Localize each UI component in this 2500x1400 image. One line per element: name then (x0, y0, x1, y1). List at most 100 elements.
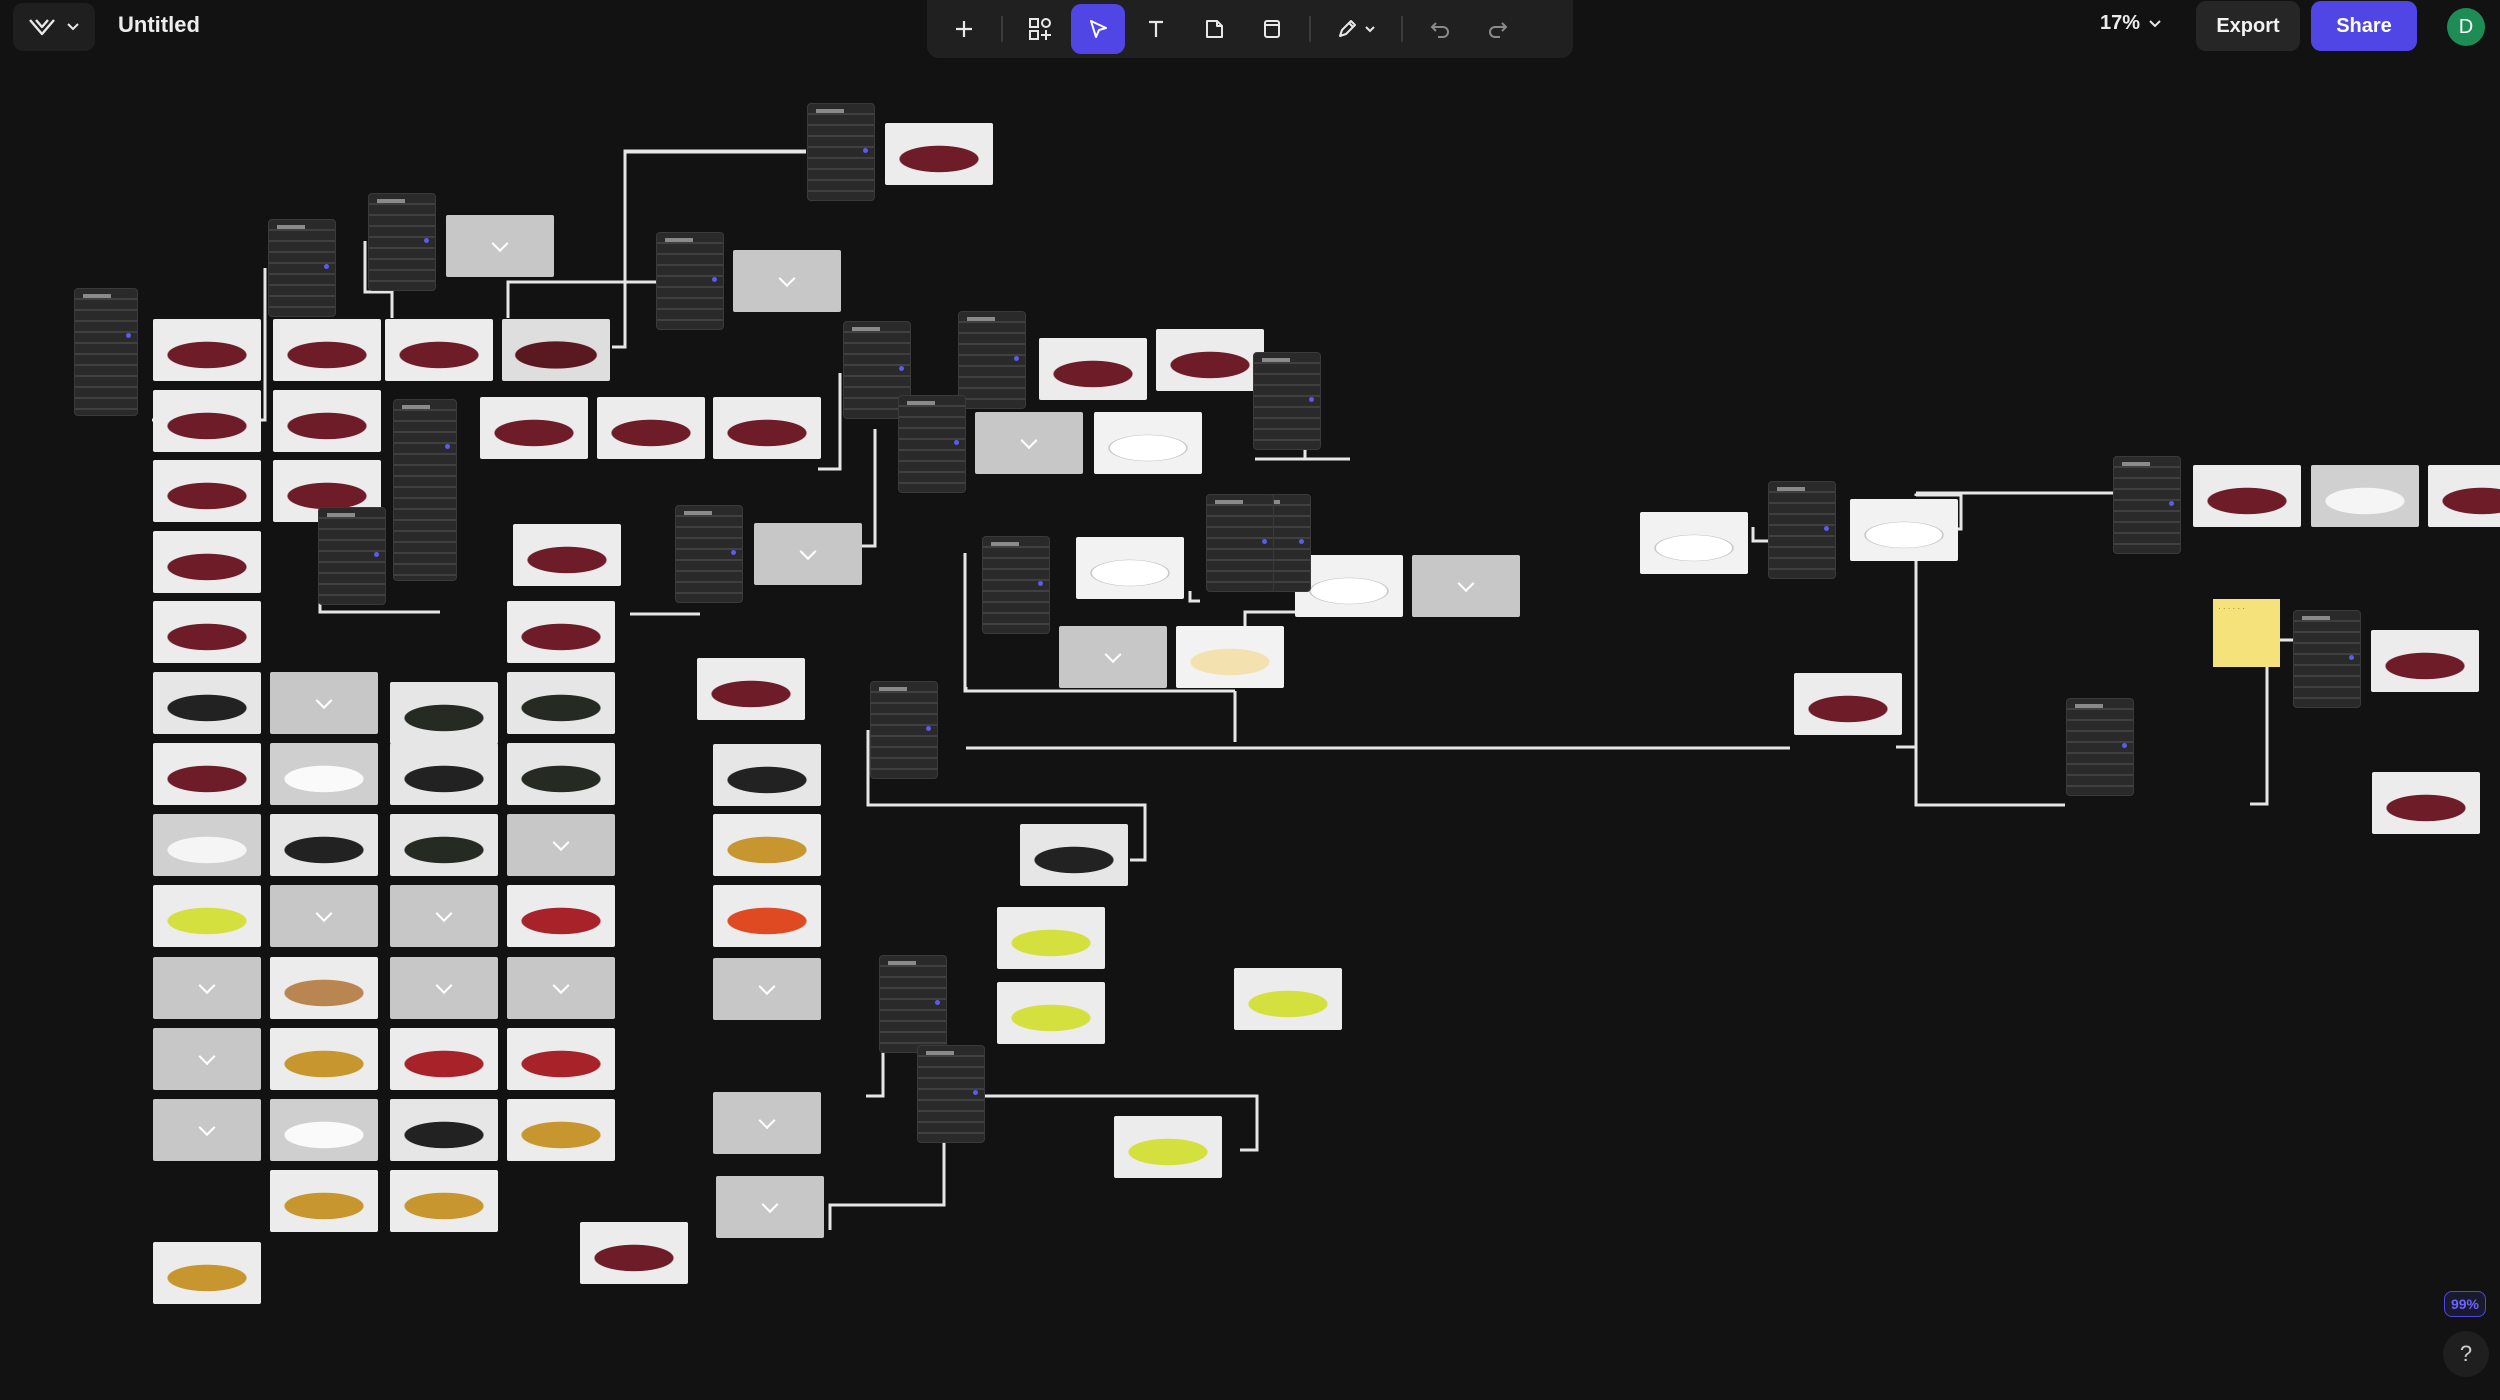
modify-node[interactable] (879, 955, 947, 1053)
frame-tool-button[interactable] (1245, 4, 1299, 54)
image-card[interactable] (713, 744, 821, 806)
image-card[interactable] (270, 1170, 378, 1232)
image-card[interactable] (153, 885, 261, 947)
image-card[interactable] (270, 814, 378, 876)
redo-button[interactable] (1471, 4, 1525, 54)
sticky-note[interactable]: · · · · · · (2213, 599, 2280, 667)
placeholder-image-card[interactable] (270, 672, 378, 734)
image-card[interactable] (153, 531, 261, 593)
image-card[interactable] (997, 982, 1105, 1044)
text-tool-button[interactable] (1129, 4, 1183, 54)
image-card[interactable] (153, 814, 261, 876)
image-card[interactable] (273, 390, 381, 452)
image-card[interactable] (507, 885, 615, 947)
image-card[interactable] (153, 390, 261, 452)
image-card[interactable] (713, 397, 821, 459)
placeholder-image-card[interactable] (1059, 626, 1167, 688)
image-card[interactable] (480, 397, 588, 459)
image-card[interactable] (507, 601, 615, 663)
modify-node[interactable] (958, 311, 1026, 409)
modify-node[interactable] (982, 536, 1050, 634)
select-tool-button[interactable] (1071, 4, 1125, 54)
image-card[interactable] (1020, 824, 1128, 886)
image-card[interactable] (2371, 630, 2479, 692)
image-card[interactable] (153, 743, 261, 805)
modify-node[interactable] (917, 1045, 985, 1143)
placeholder-image-card[interactable] (733, 250, 841, 312)
image-card[interactable] (713, 814, 821, 876)
canvas[interactable] (0, 60, 2500, 1400)
modify-node[interactable] (368, 193, 436, 291)
components-button[interactable] (1013, 4, 1067, 54)
app-menu-button[interactable] (13, 3, 95, 51)
image-card[interactable] (270, 1099, 378, 1161)
image-card[interactable] (390, 743, 498, 805)
placeholder-image-card[interactable] (153, 1099, 261, 1161)
placeholder-image-card[interactable] (446, 215, 554, 277)
placeholder-image-card[interactable] (716, 1176, 824, 1238)
undo-button[interactable] (1413, 4, 1467, 54)
image-card[interactable] (697, 658, 805, 720)
image-card[interactable] (270, 957, 378, 1019)
image-card[interactable] (513, 524, 621, 586)
image-card[interactable] (1234, 968, 1342, 1030)
modify-node[interactable] (1253, 352, 1321, 450)
image-card[interactable] (390, 1170, 498, 1232)
modify-node[interactable] (393, 399, 457, 581)
image-card[interactable] (153, 460, 261, 522)
modify-node[interactable] (74, 288, 138, 416)
image-card[interactable] (2193, 465, 2301, 527)
image-card[interactable] (507, 1099, 615, 1161)
image-card[interactable] (385, 319, 493, 381)
pen-tool-button[interactable] (1321, 4, 1391, 54)
image-card[interactable] (507, 672, 615, 734)
modify-node[interactable] (2066, 698, 2134, 796)
modify-node[interactable] (1206, 494, 1274, 592)
image-card[interactable] (390, 1028, 498, 1090)
image-card[interactable] (1794, 673, 1902, 735)
image-card[interactable] (390, 682, 498, 744)
image-card[interactable] (273, 319, 381, 381)
export-button[interactable]: Export (2196, 1, 2300, 51)
placeholder-image-card[interactable] (507, 957, 615, 1019)
image-card[interactable] (502, 319, 610, 381)
modify-node[interactable] (2113, 456, 2181, 554)
image-card[interactable] (270, 743, 378, 805)
image-card[interactable] (270, 1028, 378, 1090)
image-card[interactable] (597, 397, 705, 459)
modify-node[interactable] (2293, 610, 2361, 708)
placeholder-image-card[interactable] (754, 523, 862, 585)
modify-node[interactable] (870, 681, 938, 779)
image-card[interactable] (153, 319, 261, 381)
document-title[interactable]: Untitled (118, 12, 200, 37)
image-card[interactable] (153, 1242, 261, 1304)
image-card[interactable] (153, 601, 261, 663)
image-card[interactable] (390, 814, 498, 876)
image-card[interactable] (1094, 412, 1202, 474)
placeholder-image-card[interactable] (270, 885, 378, 947)
placeholder-image-card[interactable] (153, 957, 261, 1019)
modify-node[interactable] (1768, 481, 1836, 579)
image-card[interactable] (580, 1222, 688, 1284)
help-button[interactable]: ? (2443, 1331, 2489, 1377)
modify-node[interactable] (807, 103, 875, 201)
image-card[interactable] (997, 907, 1105, 969)
modify-node[interactable] (318, 507, 386, 605)
modify-node[interactable] (898, 395, 966, 493)
image-card[interactable] (1640, 512, 1748, 574)
note-tool-button[interactable] (1187, 4, 1241, 54)
image-card[interactable] (153, 672, 261, 734)
image-card[interactable] (1114, 1116, 1222, 1178)
image-card[interactable] (2372, 772, 2480, 834)
placeholder-image-card[interactable] (713, 1092, 821, 1154)
share-button[interactable]: Share (2311, 1, 2417, 51)
image-card[interactable] (1850, 499, 1958, 561)
avatar[interactable]: D (2447, 8, 2485, 46)
image-card[interactable] (2428, 465, 2500, 527)
image-card[interactable] (713, 885, 821, 947)
placeholder-image-card[interactable] (390, 957, 498, 1019)
placeholder-image-card[interactable] (1412, 555, 1520, 617)
placeholder-image-card[interactable] (390, 885, 498, 947)
image-card[interactable] (1295, 555, 1403, 617)
placeholder-image-card[interactable] (153, 1028, 261, 1090)
